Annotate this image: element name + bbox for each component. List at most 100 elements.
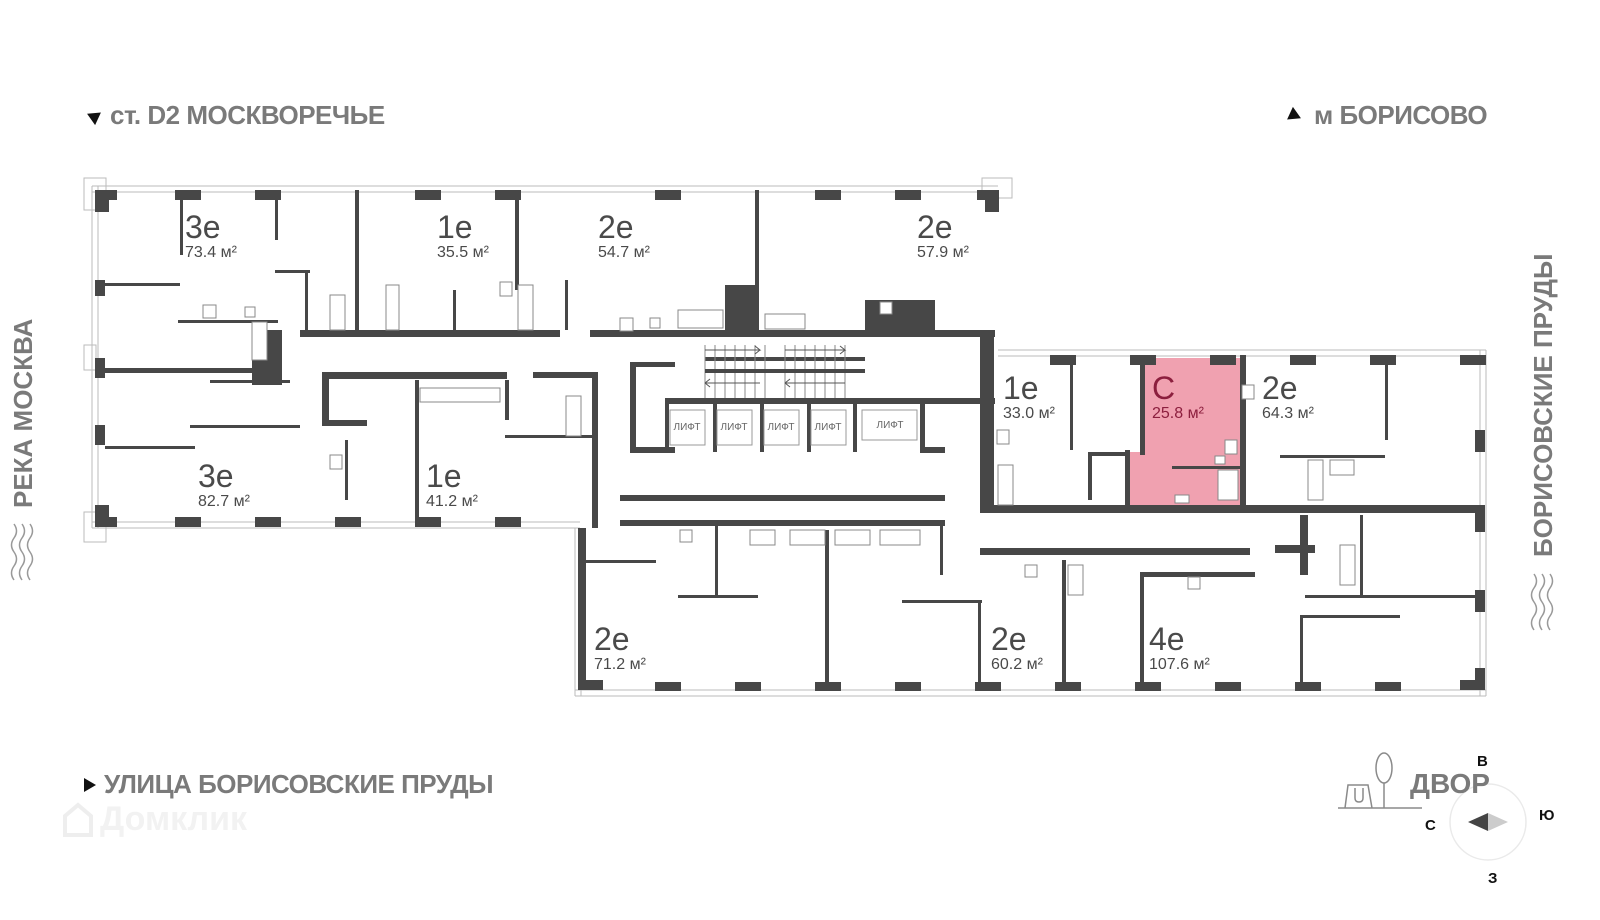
pillar (578, 680, 603, 690)
pillar (1210, 355, 1236, 365)
pillar (895, 190, 921, 200)
unit-type: 2е (991, 621, 1027, 657)
pillar (1475, 510, 1485, 532)
pillar (1290, 355, 1316, 365)
window-outline (83, 177, 1487, 697)
pillar (415, 517, 441, 527)
pillar (895, 682, 921, 691)
metro-label-text: м БОРИСОВО (1314, 100, 1488, 130)
domclick-logo-icon (63, 801, 93, 837)
pillar (255, 517, 281, 527)
pillar (335, 517, 361, 527)
pillar (1135, 682, 1161, 691)
direction-arrow-icon (84, 777, 96, 792)
watermark-text: Домклик (100, 800, 248, 838)
lift-label: ЛИФТ (673, 422, 701, 433)
unit-type: 1е (437, 209, 473, 245)
lift-cabin (861, 409, 918, 441)
unit-area: 64.3 м² (1262, 405, 1314, 422)
pillar (815, 190, 841, 200)
pillar (175, 190, 201, 200)
compass-west: З (1488, 870, 1498, 887)
unit-area: 73.4 м² (185, 244, 237, 261)
unit-type: 2е (598, 209, 634, 245)
pillar (495, 517, 521, 527)
pillar (255, 190, 281, 200)
unit-area: 41.2 м² (426, 493, 478, 510)
station-label-text: ст. D2 МОСКВОРЕЧЬЕ (110, 100, 385, 130)
street-label-text: УЛИЦА БОРИСОВСКИЕ ПРУДЫ (104, 769, 494, 799)
unit-type: С (1152, 370, 1176, 406)
pillar (1460, 680, 1485, 690)
unit-area: 33.0 м² (1003, 405, 1055, 422)
unit-type: 3е (198, 458, 234, 494)
water-waves-icon (1530, 573, 1554, 631)
yard-playground-icon (1338, 784, 1422, 809)
pillar (655, 682, 681, 691)
pillar (1375, 682, 1401, 691)
pillar (1370, 355, 1396, 365)
lift-cabin (669, 409, 706, 446)
unit-type: 4е (1149, 621, 1185, 657)
unit-type: 2е (917, 209, 953, 245)
unit-area: 25.8 м² (1152, 405, 1204, 422)
pillar (1130, 355, 1156, 365)
pillar (1055, 682, 1081, 691)
pillar (1475, 430, 1485, 452)
lift-label: ЛИФТ (876, 420, 904, 431)
pillar (975, 682, 1001, 691)
compass-east: В (1477, 753, 1488, 770)
pillar (175, 517, 201, 527)
lift-label: ЛИФТ (767, 422, 795, 433)
pillar (1050, 355, 1076, 365)
unit-area: 35.5 м² (437, 244, 489, 261)
pillar (655, 190, 681, 200)
yard-label: ДВОР (1410, 768, 1490, 799)
lift-cabin (716, 409, 753, 446)
lift-cabin (810, 409, 847, 446)
fixtures (202, 281, 1356, 596)
pillar (1475, 590, 1485, 612)
water-waves-icon (10, 523, 34, 581)
pillar (415, 190, 441, 200)
highlighted-unit-c[interactable] (1127, 358, 1240, 512)
unit-type: 2е (594, 621, 630, 657)
compass-north: С (1425, 817, 1436, 834)
unit-area: 107.6 м² (1149, 656, 1210, 673)
unit-area: 57.9 м² (917, 244, 969, 261)
pillar (1295, 682, 1321, 691)
lift-label: ЛИФТ (814, 422, 842, 433)
tree-icon (1375, 752, 1393, 808)
walls (95, 190, 1486, 691)
street-label: УЛИЦА БОРИСОВСКИЕ ПРУДЫ (84, 769, 494, 800)
unit-type: 1е (1003, 370, 1039, 406)
metro-label: м БОРИСОВО (1283, 100, 1488, 131)
unit-area: 82.7 м² (198, 493, 250, 510)
domclick-watermark: Домклик (62, 800, 247, 839)
pillar (495, 190, 521, 200)
pillar (815, 682, 841, 691)
unit-type: 1е (426, 458, 462, 494)
pillar (735, 682, 761, 691)
unit-type: 2е (1262, 370, 1298, 406)
compass-icon[interactable] (1449, 783, 1527, 861)
station-label: ст. D2 МОСКВОРЕЧЬЕ (87, 100, 385, 131)
unit-area: 54.7 м² (598, 244, 650, 261)
compass-south: Ю (1539, 807, 1555, 824)
unit-area: 71.2 м² (594, 656, 646, 673)
lift-label: ЛИФТ (720, 422, 748, 433)
unit-area: 60.2 м² (991, 656, 1043, 673)
pillar (1460, 355, 1486, 365)
